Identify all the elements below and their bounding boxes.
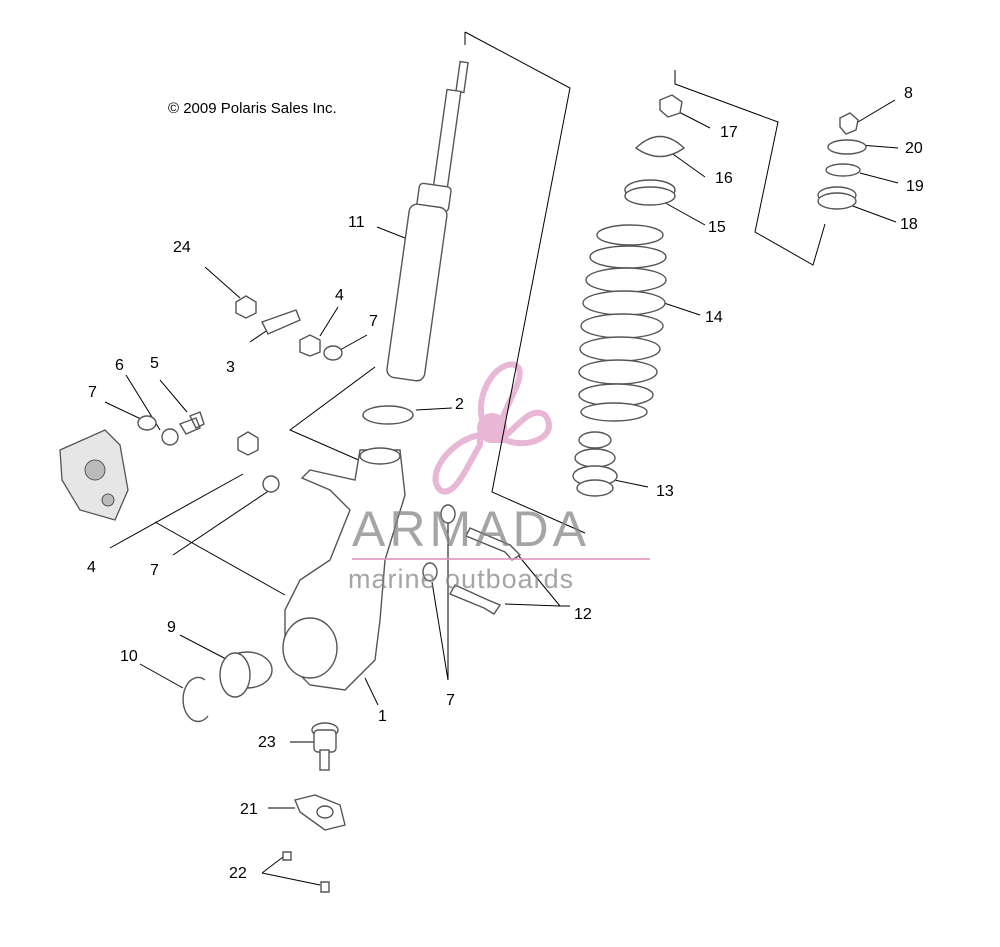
callout-16: 16 <box>715 170 733 187</box>
callout-9: 9 <box>167 619 176 636</box>
bump-stop <box>572 431 618 497</box>
callout-14: 14 <box>705 309 723 326</box>
callout-6: 6 <box>115 357 124 374</box>
watermark-name: ARMADA <box>352 501 590 557</box>
callout-18: 18 <box>900 216 918 233</box>
nut-17 <box>659 94 683 118</box>
washer-7-left <box>137 415 157 431</box>
washer-7-center-b <box>422 562 438 582</box>
callout-21: 21 <box>240 801 258 818</box>
washer-7-lower <box>262 475 280 493</box>
callout-22: 22 <box>229 865 247 882</box>
watermark-tagline: marine outboards <box>348 564 575 594</box>
washer-6 <box>161 428 179 446</box>
copyright-notice: © 2009 Polaris Sales Inc. <box>168 100 337 117</box>
callout-4: 4 <box>335 287 344 304</box>
callout-3: 3 <box>226 359 235 376</box>
watermark-logo <box>432 361 552 495</box>
callout-10: 10 <box>120 648 138 665</box>
callout-5: 5 <box>150 355 159 372</box>
callout-20: 20 <box>905 140 923 157</box>
callout-17: 17 <box>720 124 738 141</box>
washer-19 <box>825 163 861 177</box>
nut-4-upper <box>299 334 321 357</box>
screw-22-a <box>282 851 292 861</box>
ball-joint <box>311 722 339 771</box>
wheel-bearing <box>219 651 273 698</box>
nut-8 <box>839 112 859 135</box>
coil-spring <box>578 224 667 422</box>
bracket-3 <box>261 309 301 335</box>
washer-20 <box>827 139 867 155</box>
callout-11: 11 <box>348 214 365 231</box>
mount-cup-16 <box>634 135 686 158</box>
callout-4: 4 <box>87 559 96 576</box>
steering-knuckle <box>282 447 406 691</box>
callout-1: 1 <box>378 708 387 725</box>
spring-seat-15 <box>624 179 676 206</box>
screw-22-b <box>320 881 330 893</box>
bushing-18 <box>817 186 857 210</box>
leader-lines <box>104 31 899 886</box>
callout-19: 19 <box>906 178 924 195</box>
callout-15: 15 <box>708 219 726 236</box>
bolt-12-a <box>465 527 522 561</box>
callout-13: 13 <box>656 483 674 500</box>
snap-ring <box>182 676 209 723</box>
watermark-rule <box>352 558 650 560</box>
nut-4-lower <box>237 431 259 456</box>
nut-24 <box>235 295 257 319</box>
callout-7: 7 <box>150 562 159 579</box>
callout-7: 7 <box>88 384 97 401</box>
callout-8: 8 <box>904 85 913 102</box>
washer-7-upper <box>323 345 343 361</box>
callout-7: 7 <box>369 313 378 330</box>
callout-24: 24 <box>173 239 191 256</box>
bolt-12-b <box>449 584 502 615</box>
brake-caliper <box>59 429 129 521</box>
callout-7: 7 <box>446 692 455 709</box>
washer-7-center-a <box>440 504 456 524</box>
callout-23: 23 <box>258 734 276 751</box>
callout-2: 2 <box>455 396 464 413</box>
callout-12: 12 <box>574 606 592 623</box>
o-ring <box>362 405 414 425</box>
bolt-5 <box>178 411 205 435</box>
shock-absorber <box>386 60 469 382</box>
